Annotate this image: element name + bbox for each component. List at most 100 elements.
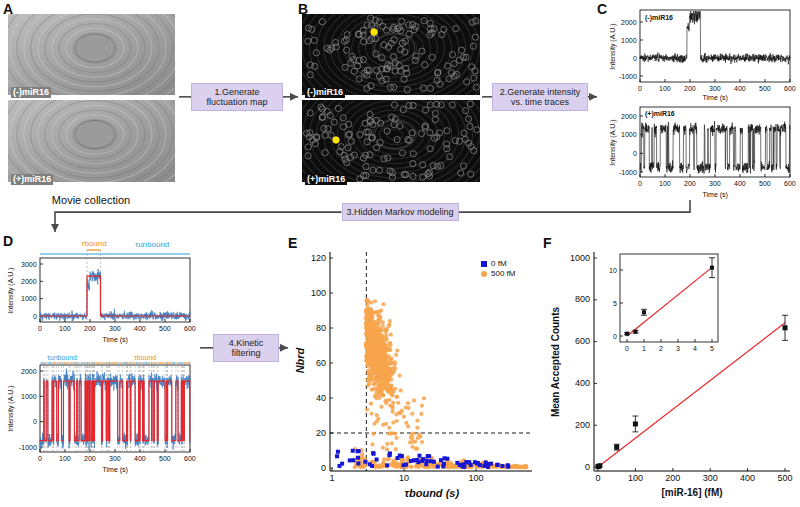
- candidate-spot: [363, 172, 369, 178]
- molecule-point: [420, 403, 424, 407]
- tick-label: 100: [311, 289, 326, 298]
- molecule-point: [415, 447, 419, 451]
- molecule-point: [512, 465, 516, 469]
- step-label: 2.Generate intensity vs. time traces: [497, 87, 583, 108]
- molecule-point: [410, 445, 414, 449]
- dwell-bar: [64, 362, 68, 363]
- candidate-spot: [385, 62, 391, 68]
- molecule-point: [368, 309, 372, 313]
- molecule-point: [398, 411, 402, 415]
- candidate-spot: [361, 70, 367, 76]
- tick-label: 5: [710, 345, 714, 352]
- tick-label: 4: [693, 345, 697, 352]
- candidate-spot: [404, 87, 410, 93]
- axis-title: Mean Accepted Counts: [551, 307, 561, 417]
- tick-mark: [40, 281, 43, 282]
- molecule-point: [500, 464, 504, 468]
- candidate-spot: [437, 81, 443, 87]
- molecule-point: [369, 301, 373, 305]
- candidate-spot: [427, 146, 433, 152]
- tick-label: 0: [638, 85, 642, 92]
- tick-label: 5: [613, 300, 617, 307]
- candidate-spot: [467, 101, 473, 107]
- interference-ring: [24, 100, 166, 182]
- molecule-point: [335, 454, 339, 458]
- candidate-spot: [379, 78, 385, 84]
- molecule-point: [409, 465, 413, 469]
- candidate-spot: [432, 110, 438, 116]
- interference-ring: [302, 14, 480, 95]
- mean-count-point: [633, 421, 638, 426]
- dwell-bar: [103, 362, 106, 363]
- molecule-point: [461, 463, 465, 467]
- molecule-point: [389, 357, 393, 361]
- molecule-point: [387, 379, 391, 383]
- molecule-point: [524, 465, 528, 469]
- interference-ring: [302, 100, 480, 182]
- candidate-spot: [380, 23, 386, 29]
- molecule-point: [385, 362, 389, 366]
- tick-label: 100: [659, 180, 671, 187]
- molecule-point: [398, 374, 402, 378]
- molecule-point: [389, 373, 393, 377]
- candidate-spot: [340, 115, 346, 121]
- molecule-point: [432, 460, 436, 464]
- tick-label: 100: [628, 474, 643, 483]
- tick-mark: [332, 468, 333, 471]
- candidate-spot: [396, 63, 402, 69]
- candidate-spot: [419, 48, 425, 54]
- dwell-time-annotation: τunbound: [47, 354, 77, 361]
- legend-text: 0 fM: [491, 260, 507, 268]
- candidate-spot: [470, 43, 476, 49]
- molecule-point: [372, 452, 376, 456]
- tick-mark: [640, 76, 643, 77]
- interference-ring: [31, 100, 159, 178]
- tick-mark: [790, 79, 791, 82]
- dwell-bar: [48, 362, 51, 363]
- legend-swatch: [481, 261, 487, 267]
- tick-label: 2000: [21, 368, 37, 375]
- molecule-point: [406, 455, 410, 459]
- tick-label: 200: [684, 180, 696, 187]
- tick-label: -1000: [619, 169, 637, 176]
- candidate-spot: [345, 145, 351, 151]
- molecule-point: [495, 463, 499, 467]
- candidate-spot: [432, 117, 438, 123]
- molecule-point: [375, 396, 379, 400]
- interference-ring: [45, 100, 145, 168]
- linear-fit: [627, 267, 712, 336]
- candidate-spot: [466, 140, 472, 146]
- candidate-spot: [456, 57, 462, 63]
- fluctuation-map: [302, 100, 480, 182]
- candidate-spot: [305, 144, 311, 150]
- tick-label: 300: [703, 474, 718, 483]
- panel-letter: A: [3, 2, 13, 16]
- candidate-spot: [319, 114, 325, 120]
- molecule-point: [387, 348, 391, 352]
- molecule-point: [370, 388, 374, 392]
- interference-ring: [8, 100, 175, 182]
- molecule-point: [387, 324, 391, 328]
- interference-ring: [317, 14, 473, 95]
- candidate-spot: [349, 53, 355, 59]
- candidate-spot: [389, 170, 395, 176]
- candidate-spot: [383, 27, 389, 33]
- tick-mark: [40, 396, 43, 397]
- legend-row: 0 fM: [481, 260, 515, 268]
- x-axis: [594, 471, 790, 472]
- molecule-point: [419, 412, 423, 416]
- molecule-point: [391, 401, 395, 405]
- candidate-spot: [360, 57, 366, 63]
- candidate-spot: [391, 54, 397, 60]
- candidate-spot: [399, 150, 405, 156]
- tick-mark: [785, 468, 786, 471]
- tick-mark: [620, 336, 623, 337]
- tick-label: 1000: [21, 295, 37, 302]
- molecule-point: [387, 453, 391, 457]
- interference-ring: [8, 14, 175, 95]
- candidate-spot: [398, 68, 404, 74]
- candidate-spot: [373, 51, 379, 57]
- tick-label: 0: [633, 55, 637, 62]
- hmm-fit: [40, 276, 190, 316]
- kinetic-threshold: [330, 433, 532, 434]
